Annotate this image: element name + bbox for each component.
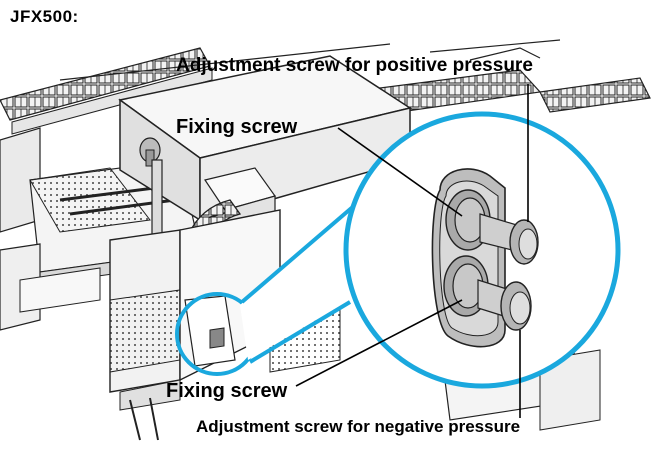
large-callout-circle bbox=[343, 111, 621, 389]
right-cable-chain bbox=[378, 69, 651, 113]
callout-connector bbox=[240, 203, 357, 364]
label-adjustment-positive: Adjustment screw for positive pressure bbox=[176, 55, 533, 76]
upper-adjustment-screw bbox=[445, 189, 539, 265]
top-frame-lines bbox=[59, 39, 561, 81]
lower-adjustment-screw bbox=[443, 255, 532, 331]
label-fixing-screw-bottom: Fixing screw bbox=[166, 380, 288, 402]
leader-lines bbox=[295, 84, 529, 418]
small-callout-circle bbox=[175, 292, 259, 376]
upper-cable-chain bbox=[0, 47, 213, 135]
model-title: JFX500: bbox=[10, 7, 79, 26]
label-fixing-screw-top: Fixing screw bbox=[176, 116, 298, 138]
label-adjustment-negative: Adjustment screw for negative pressure bbox=[196, 417, 521, 436]
